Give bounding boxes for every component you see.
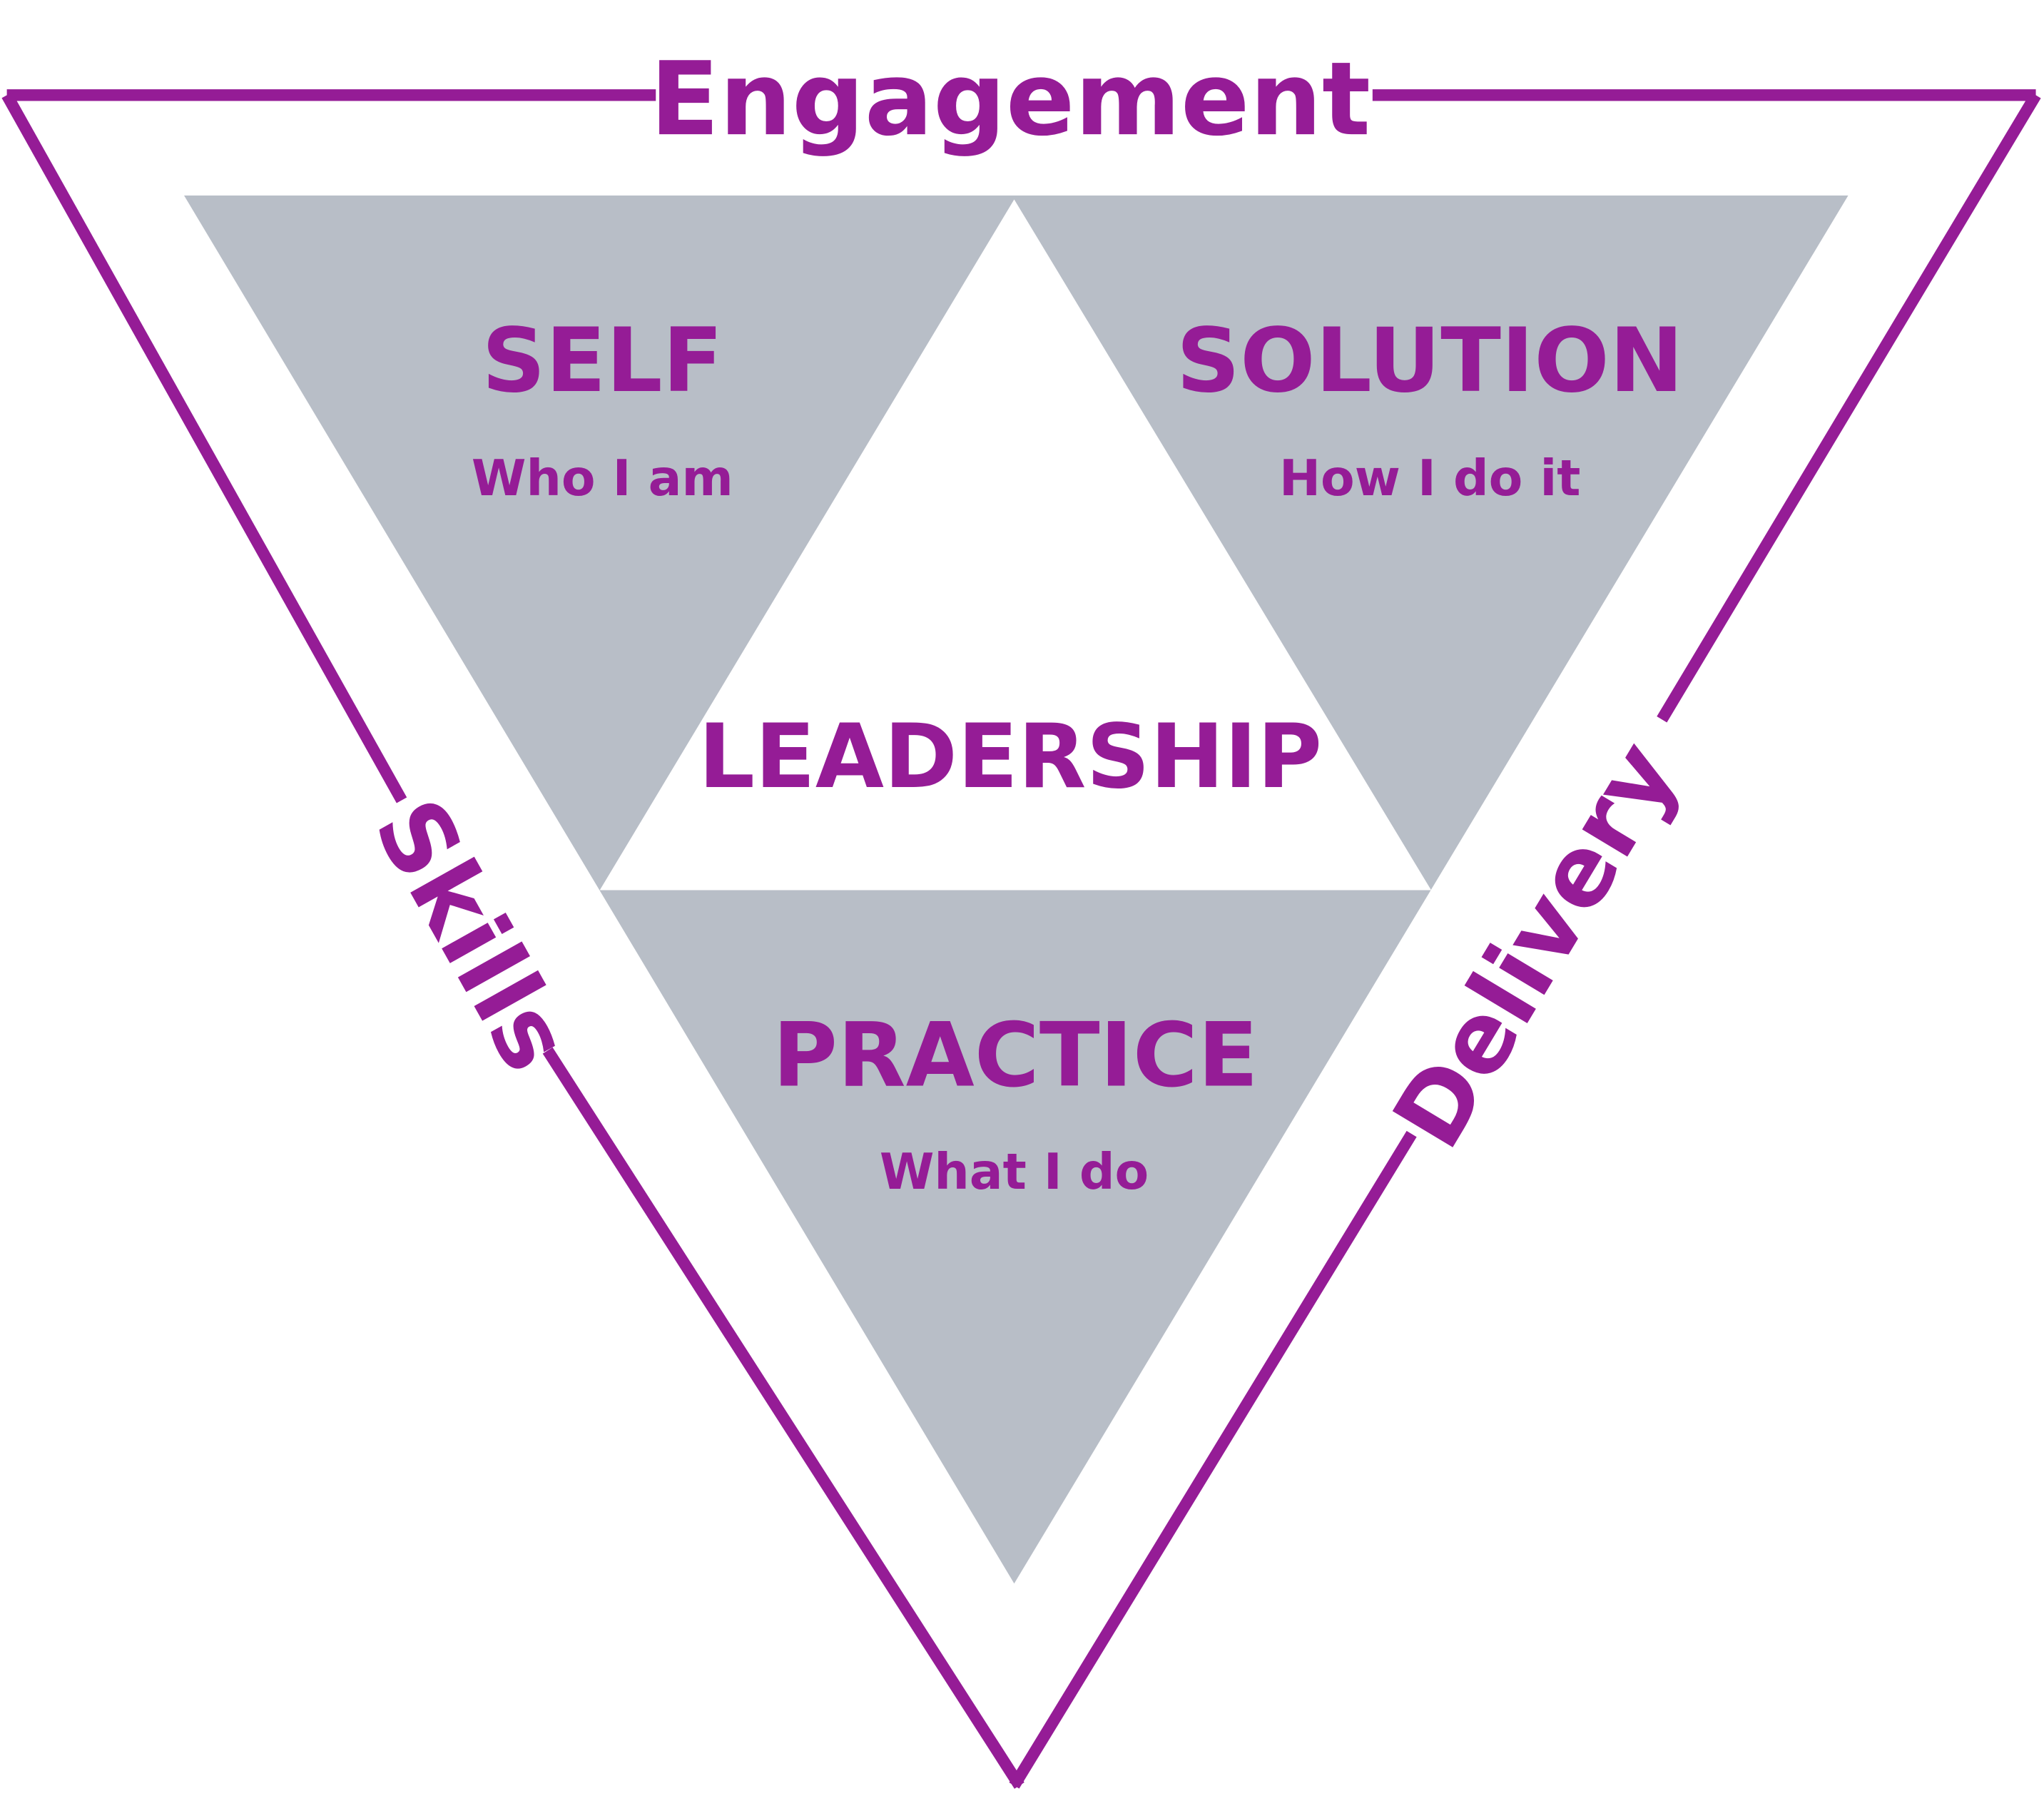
outer-triangle: [1, 89, 2041, 1789]
right-edge-lower: [1009, 1130, 1417, 1789]
segment-title-solution: SOLUTION: [1176, 310, 1684, 412]
left-edge-upper: [1, 92, 407, 803]
center-triangle: [599, 199, 1432, 891]
center-label-leadership: LEADERSHIP: [698, 706, 1322, 808]
segment-title-practice: PRACTICE: [773, 1005, 1259, 1107]
edge-label-engagement: Engagement: [650, 40, 1371, 158]
segment-title-self: SELF: [482, 310, 723, 412]
segment-subtitle-solution: How I do it: [1279, 450, 1580, 507]
segment-subtitle-self: Who I am: [472, 450, 733, 507]
left-edge-lower: [542, 1047, 1024, 1789]
edge-label-skills: Skills: [352, 781, 592, 1089]
right-edge-upper: [1657, 92, 2041, 723]
segment-subtitle-practice: What I do: [880, 1144, 1149, 1201]
